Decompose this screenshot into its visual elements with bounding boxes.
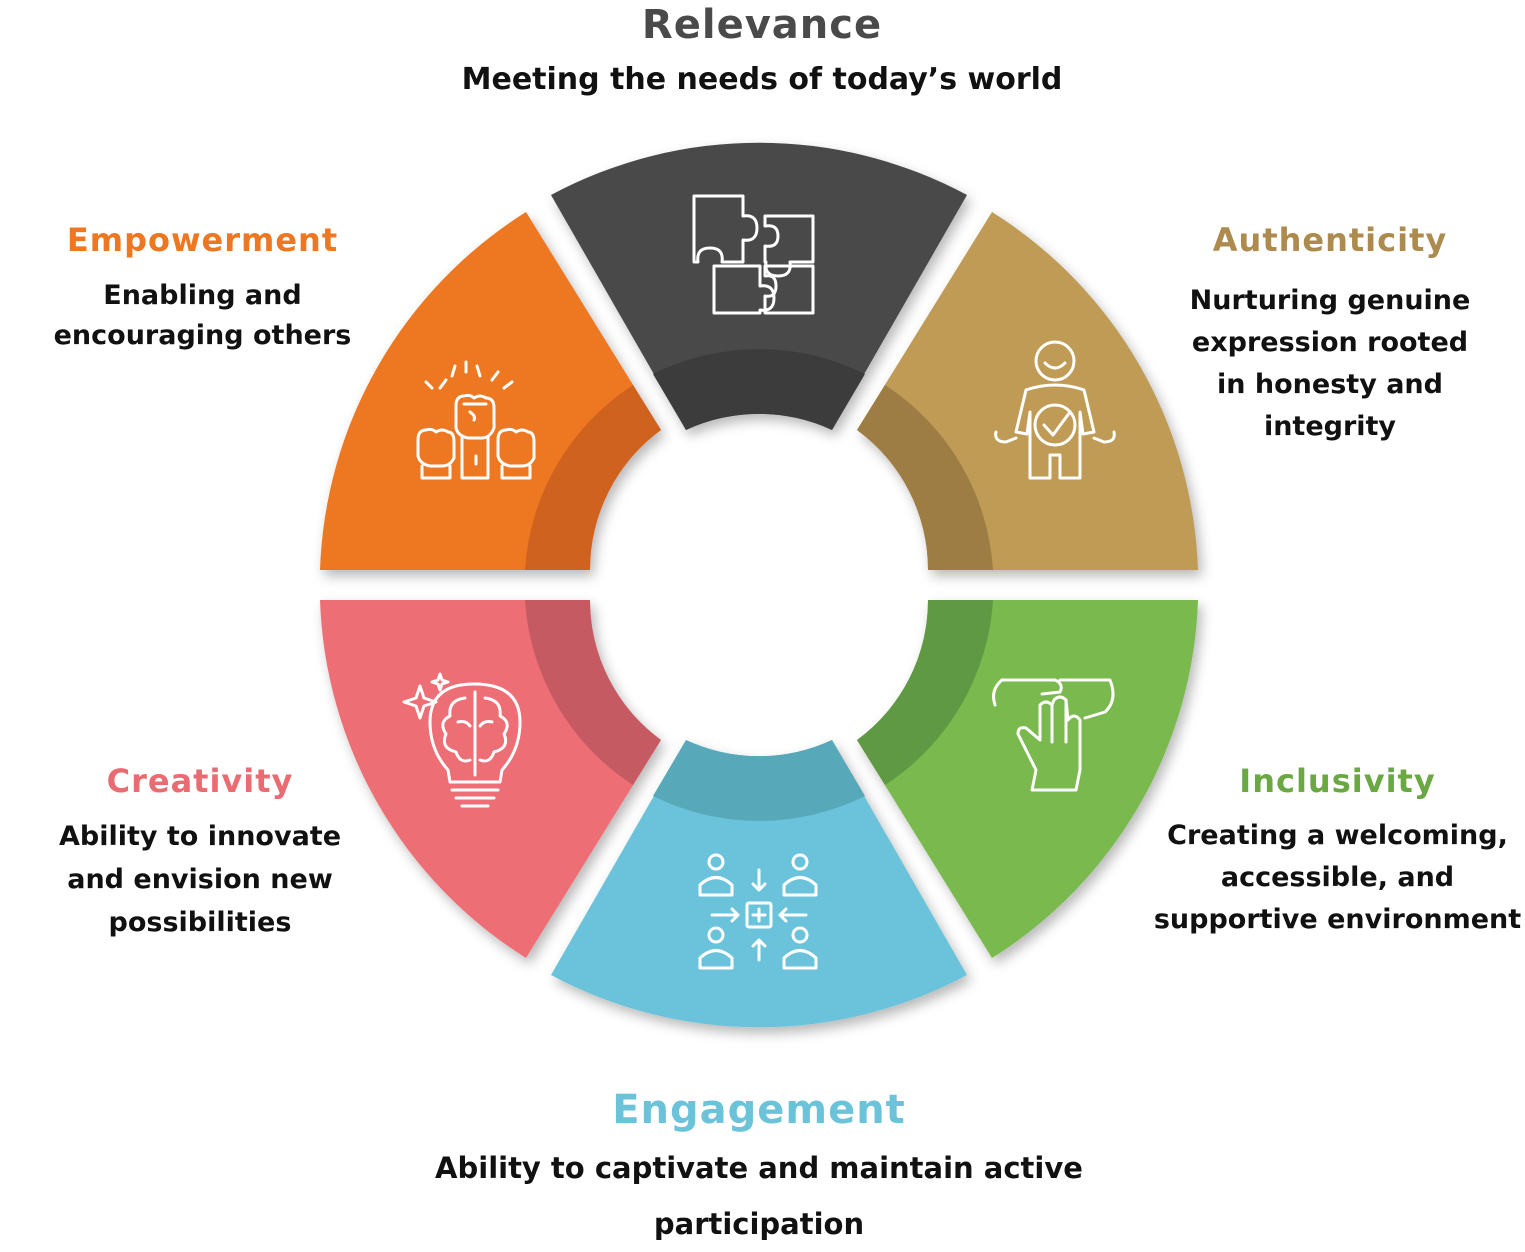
creativity-label-group: Creativity Ability to innovate and envis… (30, 757, 370, 944)
raised-fists-icon (416, 360, 536, 480)
creativity-description: Ability to innovate and envision new pos… (58, 821, 342, 938)
authenticity-label-group: Authenticity Nurturing genuine expressio… (1160, 216, 1500, 448)
inclusivity-description: Creating a welcoming, accessible, and su… (1153, 820, 1522, 935)
engagement-label-group: Engagement Ability to captivate and main… (409, 1085, 1109, 1252)
inclusivity-label-group: Inclusivity Creating a welcoming, access… (1150, 757, 1525, 941)
person-check-icon (994, 340, 1116, 480)
segment-empowerment (320, 212, 661, 570)
segment-creativity (320, 600, 661, 958)
creativity-title: Creativity (106, 762, 294, 800)
stacked-hands-icon (992, 678, 1115, 792)
brain-lightbulb-icon (402, 672, 522, 808)
authenticity-title: Authenticity (1212, 221, 1448, 259)
empowerment-description: Enabling and encouraging others (53, 280, 352, 351)
empowerment-title: Empowerment (66, 221, 339, 259)
empowerment-label-group: Empowerment Enabling and encouraging oth… (5, 216, 400, 356)
engagement-description: Ability to captivate and maintain active… (435, 1151, 1083, 1241)
relevance-description: Meeting the needs of today’s world (461, 62, 1063, 97)
inclusivity-title: Inclusivity (1239, 762, 1436, 800)
puzzle-icon (692, 194, 815, 315)
engagement-title: Engagement (612, 1087, 906, 1133)
authenticity-description: Nurturing genuine expression rooted in h… (1189, 285, 1471, 442)
team-collaboration-icon (698, 853, 818, 970)
relevance-title: Relevance (641, 2, 883, 48)
relevance-label-group: Relevance Meeting the needs of today’s w… (412, 0, 1112, 110)
